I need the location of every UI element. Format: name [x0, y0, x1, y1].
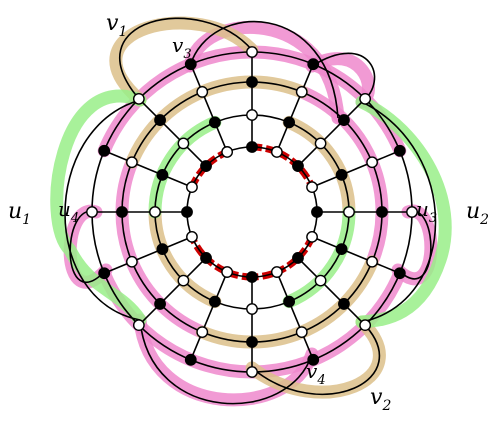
black-vertex [200, 252, 212, 264]
outer-loop [397, 210, 432, 280]
label-v1: v1 [106, 11, 127, 40]
black-vertex [208, 116, 221, 129]
spoke [311, 236, 401, 274]
black-vertex [335, 168, 348, 181]
black-vertex [307, 353, 320, 366]
white-vertex [306, 181, 318, 194]
spoke [297, 98, 366, 167]
black-vertex [154, 298, 166, 310]
white-vertex [246, 46, 258, 58]
black-vertex [292, 252, 304, 264]
black-vertex [98, 144, 111, 157]
white-vertex [149, 206, 161, 218]
black-vertex [246, 336, 258, 348]
white-vertex [125, 255, 138, 268]
spoke [103, 236, 193, 274]
highlight-ribbon [133, 313, 319, 407]
white-vertex [177, 137, 190, 150]
black-vertex [376, 206, 388, 218]
white-vertex [186, 230, 198, 243]
highlight-ribbon [109, 16, 259, 107]
black-vertex [116, 206, 128, 218]
highlight-ribbon [355, 95, 452, 329]
white-vertex [86, 206, 98, 218]
highlight-ribbon [50, 89, 147, 327]
outer-loop [361, 101, 437, 323]
black-vertex [393, 267, 406, 280]
white-vertex [132, 92, 145, 105]
black-vertex [307, 58, 320, 71]
black-vertex [292, 160, 304, 172]
white-vertex [246, 109, 258, 121]
outer-loop [189, 20, 339, 119]
spoke [276, 271, 314, 361]
white-vertex [196, 326, 209, 339]
spoke [103, 150, 193, 188]
white-vertex [343, 206, 355, 218]
white-vertex [186, 181, 198, 194]
label-v3: v3 [172, 33, 192, 62]
black-vertex [393, 144, 406, 157]
white-vertex [196, 85, 209, 98]
white-vertex [246, 303, 258, 315]
white-vertex [177, 274, 190, 287]
white-vertex [221, 266, 234, 278]
spoke [311, 150, 401, 188]
label-u3: u3 [416, 197, 437, 226]
black-vertex [338, 114, 350, 126]
outer-loop [119, 17, 253, 101]
spoke [138, 98, 207, 167]
white-vertex [221, 146, 234, 158]
white-vertex [366, 255, 379, 268]
white-vertex [359, 319, 372, 332]
outer-loop [311, 52, 376, 103]
white-vertex [406, 206, 418, 218]
spoke [190, 271, 228, 361]
black-vertex [184, 58, 197, 71]
outer-loop [69, 210, 107, 283]
black-vertex [246, 141, 258, 153]
black-vertex [156, 168, 169, 181]
label-u4: u4 [58, 197, 79, 226]
black-vertex [246, 76, 258, 88]
white-vertex [306, 230, 318, 243]
spoke [297, 257, 366, 326]
black-vertex [181, 206, 193, 218]
black-vertex [208, 295, 221, 308]
spoke [190, 63, 228, 153]
white-vertex [314, 137, 327, 150]
outer-loop [139, 319, 313, 405]
black-vertex [311, 206, 323, 218]
vertex-layer [86, 46, 418, 378]
white-vertex [132, 319, 145, 332]
black-vertex [156, 243, 169, 256]
black-vertex [200, 160, 212, 172]
label-u1: u1 [8, 199, 31, 228]
black-vertex [184, 353, 197, 366]
white-vertex [295, 85, 308, 98]
black-vertex [283, 116, 296, 129]
outer-loop [64, 99, 141, 321]
label-v2: v2 [370, 385, 391, 414]
black-vertex [154, 114, 166, 126]
label-u2: u2 [466, 199, 489, 228]
label-v4: v4 [306, 359, 326, 388]
black-vertex [338, 298, 350, 310]
white-vertex [246, 366, 258, 378]
black-vertex [246, 271, 258, 283]
spoke [276, 63, 314, 153]
white-vertex [295, 326, 308, 339]
white-vertex [125, 156, 138, 169]
white-vertex [359, 92, 372, 105]
black-vertex [283, 295, 296, 308]
outer-loop [251, 321, 380, 395]
white-vertex [314, 274, 327, 287]
black-vertex [335, 243, 348, 256]
white-vertex [270, 266, 283, 278]
white-vertex [270, 146, 283, 158]
spoke [138, 257, 207, 326]
white-vertex [366, 156, 379, 169]
black-vertex [98, 267, 111, 280]
